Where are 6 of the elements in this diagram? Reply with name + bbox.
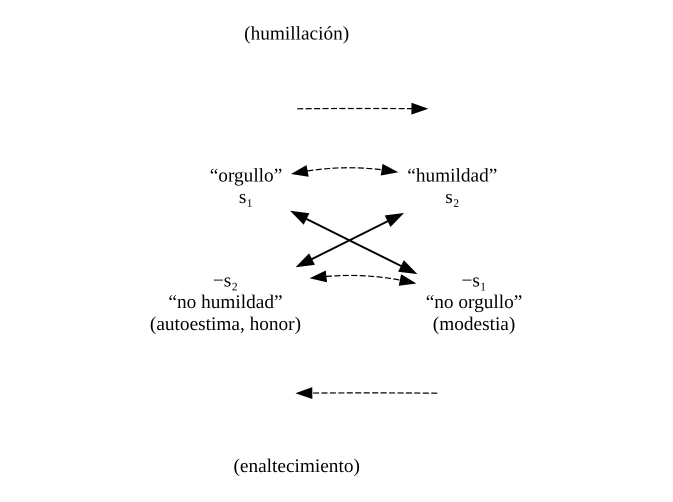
node-text: “orgullo” s₁: [210, 165, 282, 208]
node-text: “humildad” s₂: [407, 165, 498, 208]
label: (humillación): [244, 23, 350, 44]
node-text: −s₁ “no orgullo” (modestia): [426, 270, 522, 335]
node-text: −s₂ “no humildad” (autoestima, honor): [150, 270, 302, 335]
label: (enaltecimiento): [233, 456, 360, 477]
